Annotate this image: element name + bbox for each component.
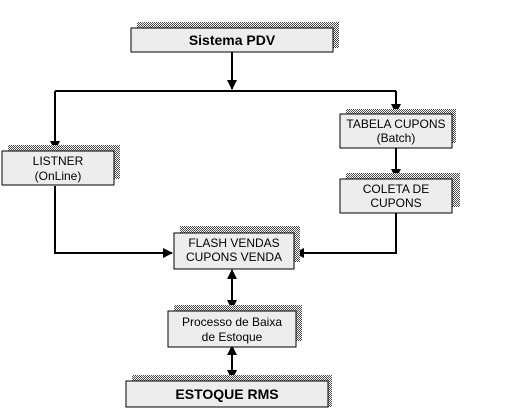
node-coleta-cupons-line1: COLETA DE — [363, 182, 429, 196]
node-processo-baixa-line2: de Estoque — [202, 330, 263, 344]
node-listner: LISTNER (OnLine) — [1, 145, 120, 186]
connector-coleta-to-flash — [294, 213, 397, 258]
connectors — [50, 52, 401, 380]
node-coleta-cupons-line2: CUPONS — [370, 196, 421, 210]
connector-listner-to-flash — [54, 186, 173, 258]
node-listner-box — [1, 150, 115, 186]
node-sistema-pdv: Sistema PDV — [130, 22, 339, 53]
node-processo-baixa: Processo de Baixa de Estoque — [167, 305, 302, 348]
node-estoque-rms-box — [125, 380, 329, 408]
node-tabela-cupons-line2: (Batch) — [377, 131, 416, 145]
node-sistema-pdv-label: Sistema PDV — [189, 32, 276, 48]
node-estoque-rms: ESTOQUE RMS — [125, 375, 332, 408]
node-coleta-cupons-box — [339, 178, 453, 214]
node-tabela-cupons-box — [339, 113, 453, 149]
node-flash-vendas-line2: CUPONS VENDA — [186, 250, 282, 264]
node-listner-line2: (OnLine) — [35, 169, 82, 183]
node-estoque-rms-label: ESTOQUE RMS — [175, 386, 278, 402]
node-processo-baixa-box — [167, 310, 297, 348]
node-tabela-cupons-line1: TABELA CUPONS — [346, 117, 445, 131]
node-flash-vendas-box — [173, 232, 295, 270]
node-processo-baixa-line1: Processo de Baixa — [182, 315, 282, 329]
node-coleta-cupons: COLETA DE CUPONS — [339, 173, 460, 214]
node-flash-vendas-line1: FLASH VENDAS — [188, 236, 279, 250]
node-flash-vendas: FLASH VENDAS CUPONS VENDA — [173, 226, 300, 270]
node-tabela-cupons: TABELA CUPONS (Batch) — [339, 109, 456, 149]
node-sistema-pdv-box — [130, 27, 334, 53]
node-listner-line1: LISTNER — [33, 154, 84, 168]
